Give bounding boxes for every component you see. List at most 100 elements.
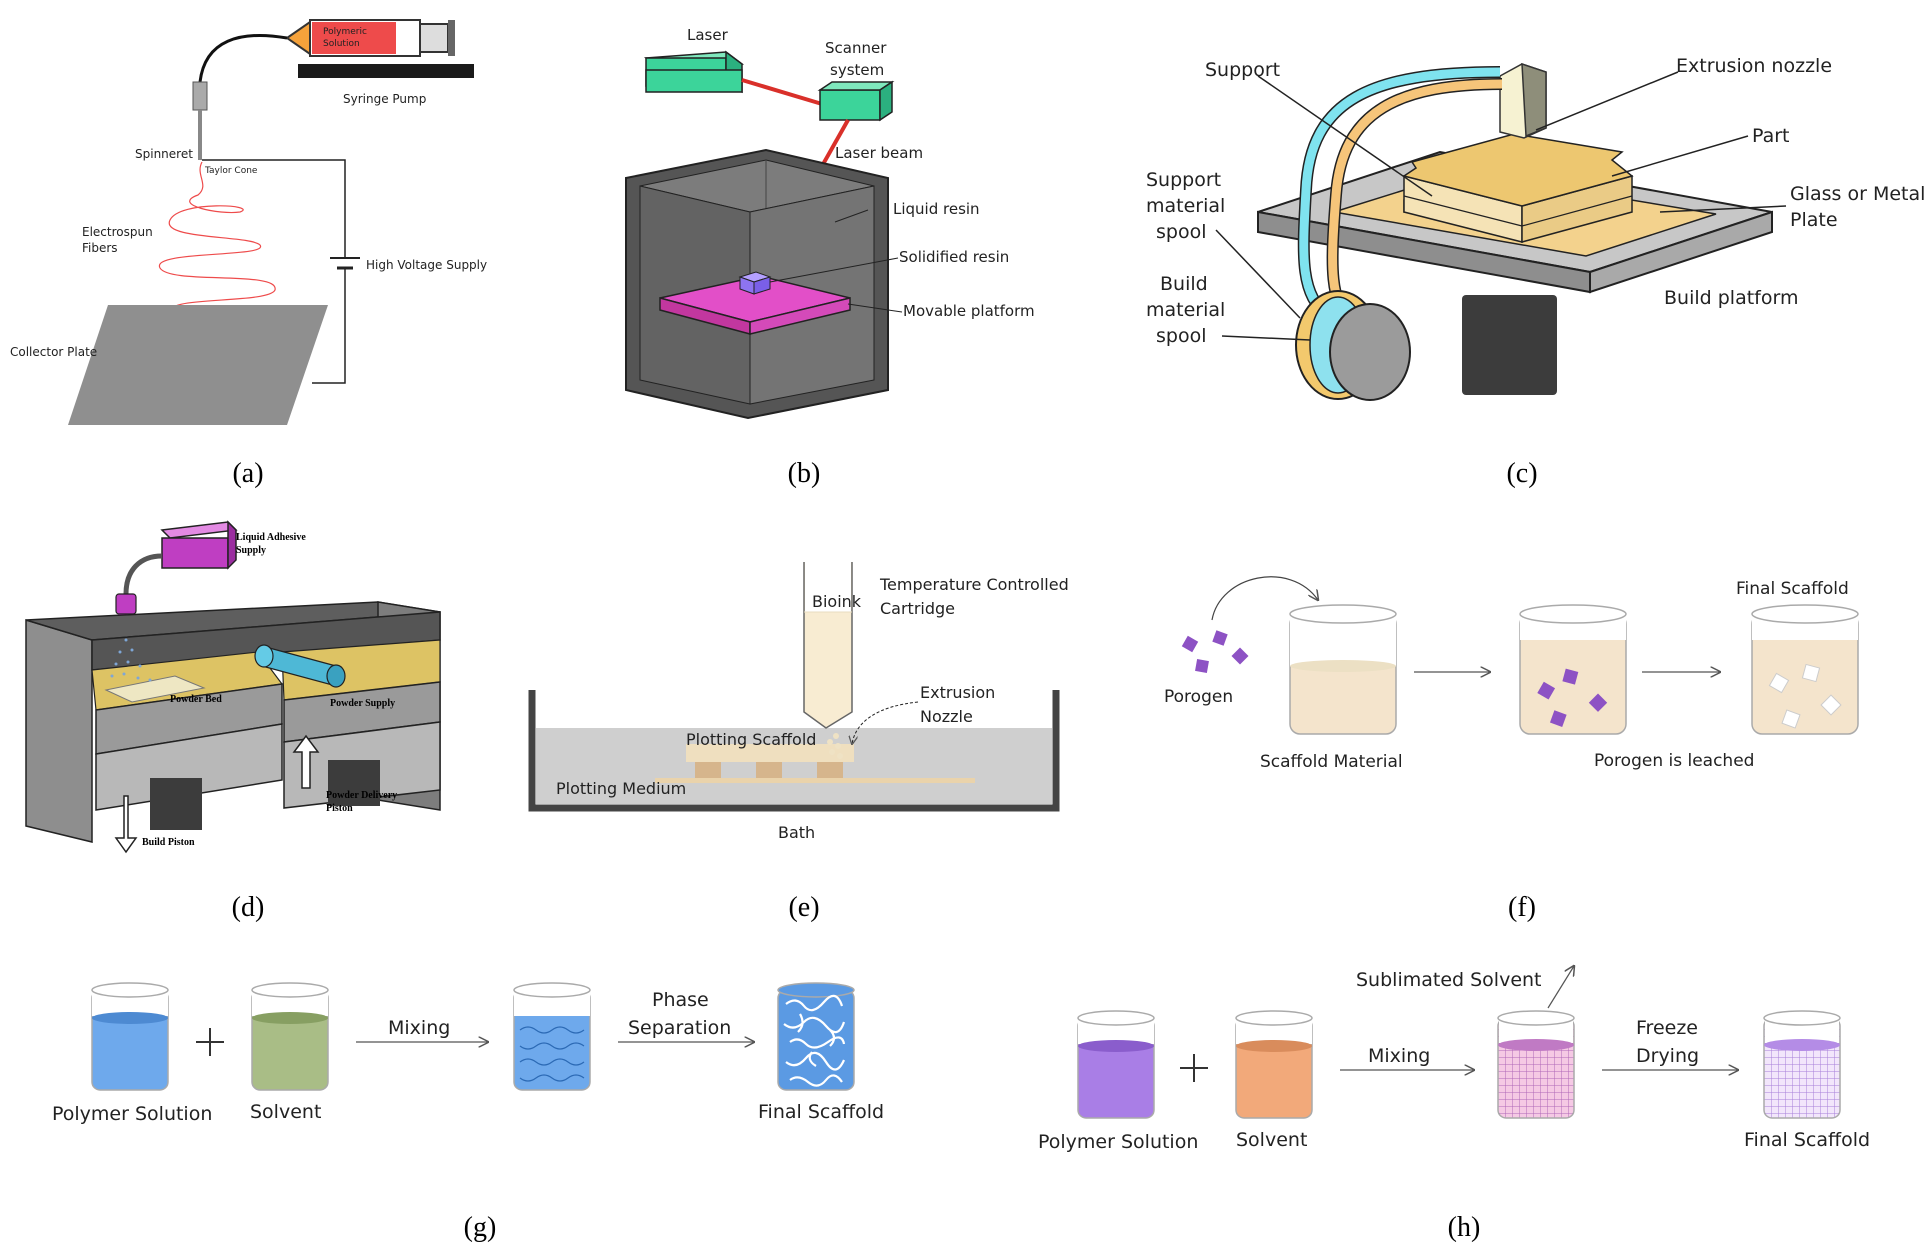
delivery-piston-arrow xyxy=(292,734,320,789)
adhesive-label-2: Supply xyxy=(236,545,266,556)
h-polymer-beaker xyxy=(1077,1010,1155,1119)
adhesive-supply-box xyxy=(161,537,229,569)
syringe-text-1: Polymeric xyxy=(323,27,367,37)
binder-droplets xyxy=(110,638,152,682)
part-label: Part xyxy=(1752,125,1790,147)
nozzle-label-2: Nozzle xyxy=(920,707,973,726)
delivery-piston-label-2: Piston xyxy=(326,803,353,814)
adhesive-tube xyxy=(123,553,163,595)
delivery-piston-label-1: Powder Delivery xyxy=(326,790,397,801)
plotting-medium xyxy=(536,728,1052,804)
movable-platform xyxy=(659,275,851,335)
support-spool-label-3: spool xyxy=(1156,221,1207,243)
nozzle-label-1: Extrusion xyxy=(920,683,995,702)
caption-h: (h) xyxy=(1448,1212,1481,1243)
scaffold-struts xyxy=(695,762,843,778)
platform-column xyxy=(1462,295,1557,395)
h-final-beaker xyxy=(1763,1010,1841,1119)
liquid-resin-leader xyxy=(834,209,869,223)
build-piston-body xyxy=(150,778,202,830)
h-polymer-label: Polymer Solution xyxy=(1038,1131,1198,1153)
plate-label-2: Plate xyxy=(1790,209,1838,231)
fibers-label-1: Electrospun xyxy=(82,225,153,239)
syringe: Polymeric Solution xyxy=(285,19,455,57)
part-leader xyxy=(1611,135,1749,177)
laser-beam-1 xyxy=(741,78,823,106)
final-scaffold-label: Final Scaffold xyxy=(1736,579,1849,599)
build-spool-label-1: Build xyxy=(1160,273,1208,295)
extrusion-nozzle-label: Extrusion nozzle xyxy=(1676,55,1832,77)
build-spool-label-2: material xyxy=(1146,299,1225,321)
g-polymer-label: Polymer Solution xyxy=(52,1103,212,1125)
medium-label: Plotting Medium xyxy=(556,779,686,798)
bath-label: Bath xyxy=(778,823,815,842)
solidified-resin-label: Solidified resin xyxy=(899,248,1009,266)
h-final-label: Final Scaffold xyxy=(1744,1129,1870,1151)
circuit-bottom xyxy=(312,268,346,384)
panel-c-fdm: Support Extrusion nozzle Part Glass or M… xyxy=(1146,55,1924,489)
g-final-label: Final Scaffold xyxy=(758,1101,884,1123)
collector-label: Collector Plate xyxy=(10,345,97,359)
laser-beam-label: Laser beam xyxy=(835,144,923,162)
g-final-beaker xyxy=(777,982,855,1091)
panel-d-binder-jetting: Liquid Adhesive Supply xyxy=(25,520,441,923)
cartridge-label-1: Temperature Controlled xyxy=(879,575,1069,594)
scanner-label-1: Scanner xyxy=(825,39,887,57)
plotting-scaffold-layer xyxy=(686,744,854,762)
sublimated-label: Sublimated Solvent xyxy=(1356,969,1542,991)
platform-leader xyxy=(847,303,903,313)
porogen-arrow xyxy=(1211,576,1318,621)
laser-label: Laser xyxy=(687,26,729,44)
build-spool-label-3: spool xyxy=(1156,325,1207,347)
liquid-resin-label: Liquid resin xyxy=(893,200,980,218)
build-chamber-lower xyxy=(95,723,283,811)
print-head xyxy=(115,593,137,615)
build-piston-label: Build Piston xyxy=(142,837,195,848)
nozzle-leader xyxy=(852,701,919,744)
mixed-beaker xyxy=(513,982,591,1091)
syringe-pump-label: Syringe Pump xyxy=(343,92,426,106)
panel-g-phase-separation: Polymer Solution Solvent Mixing Phase Se… xyxy=(52,982,884,1243)
support-filament xyxy=(1299,67,1501,322)
bioink-label: Bioink xyxy=(812,592,862,611)
panel-a-electrospinning: Polymeric Solution Syringe Pump Spinnere… xyxy=(10,19,487,489)
laser-box xyxy=(643,50,745,94)
syringe-text-2: Solution xyxy=(323,39,360,49)
plate-leader xyxy=(1659,205,1787,213)
extruded-bioink xyxy=(827,733,843,759)
scanner-label-2: system xyxy=(830,61,884,79)
caption-e: (e) xyxy=(788,892,819,923)
sublimated-arrow xyxy=(1547,966,1574,1009)
syringe-pump-bar xyxy=(298,64,474,78)
scaffold-base xyxy=(655,778,975,783)
solvent-beaker xyxy=(251,982,329,1091)
spinneret-body xyxy=(192,81,208,111)
scaffold-label: Plotting Scaffold xyxy=(686,730,816,749)
g-phase-label-1: Phase xyxy=(652,989,709,1011)
panel-f-porogen-leaching: Porogen Scaffold Material Porogen is lea… xyxy=(1164,576,1859,923)
support-spool-label-1: Support xyxy=(1146,169,1221,191)
build-platform-side xyxy=(1589,210,1773,294)
powder-supply-label: Powder Supply xyxy=(330,698,395,709)
high-voltage-label: High Voltage Supply xyxy=(366,258,487,272)
h-freeze-label-1: Freeze xyxy=(1636,1017,1698,1039)
needle xyxy=(198,110,202,160)
powder-bed-label: Powder Bed xyxy=(170,694,222,705)
plate-label-1: Glass or Metal xyxy=(1790,183,1924,205)
polymer-beaker xyxy=(91,982,169,1091)
taylor-cone-label: Taylor Cone xyxy=(204,166,258,176)
g-phase-label-2: Separation xyxy=(628,1017,731,1039)
g-solvent-label: Solvent xyxy=(250,1101,321,1123)
caption-d: (d) xyxy=(232,892,265,923)
porogen-label: Porogen xyxy=(1164,687,1233,707)
caption-b: (b) xyxy=(788,458,821,489)
solidified-resin-block xyxy=(738,271,772,295)
tube xyxy=(198,34,288,83)
h-mixed-beaker xyxy=(1497,1010,1575,1119)
build-platform-label: Build platform xyxy=(1664,287,1798,309)
build-piston-arrow xyxy=(114,795,138,854)
caption-a: (a) xyxy=(232,458,263,489)
spinneret-label: Spinneret xyxy=(135,147,193,161)
g-mixing-label: Mixing xyxy=(388,1017,450,1039)
